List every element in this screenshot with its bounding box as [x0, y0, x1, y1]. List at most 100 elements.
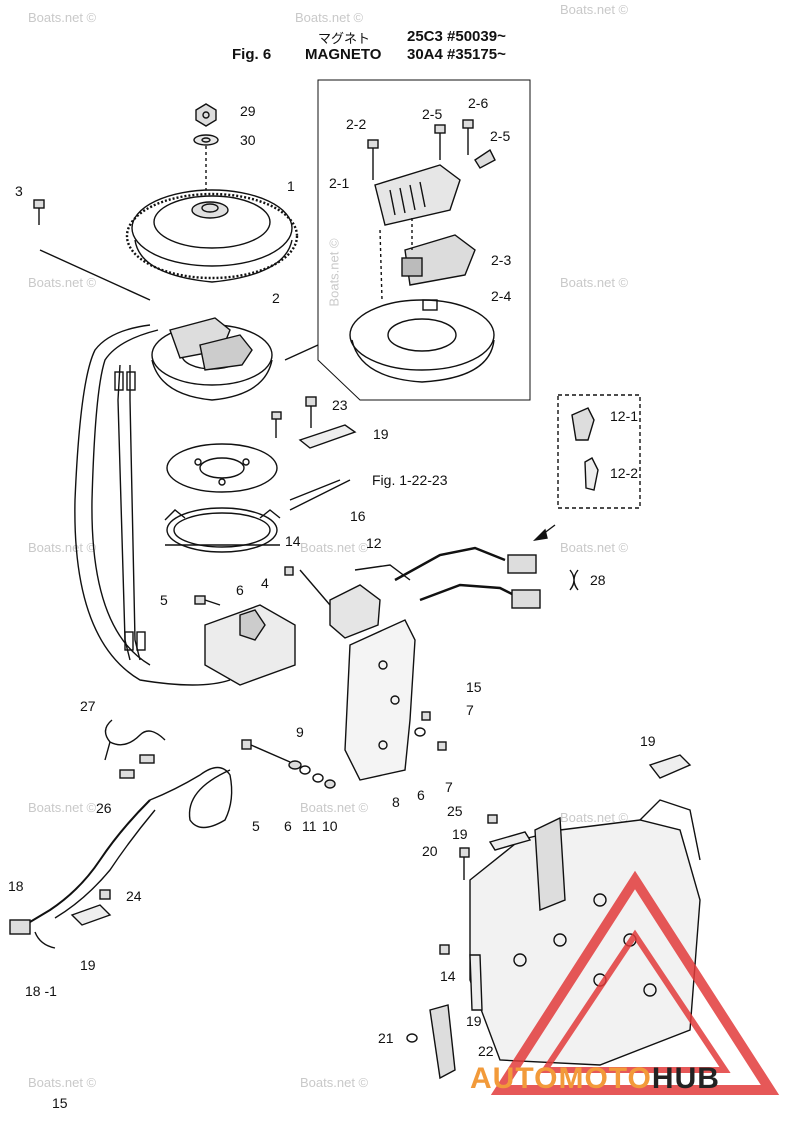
figure-number: Fig. 6: [232, 46, 272, 63]
plate-part-19: [298, 424, 357, 449]
watermark: Boats.net ©: [300, 800, 369, 815]
callout-16: 16: [350, 508, 366, 524]
callout-6: 6: [417, 787, 425, 803]
watermark: Boats.net ©: [28, 800, 97, 815]
watermark: Boats.net ©: [300, 540, 369, 555]
lanyard-part-18-1: [34, 931, 56, 949]
cap-part-12-1: [571, 407, 595, 441]
callout-24: 24: [126, 888, 142, 904]
watermark: Boats.net ©: [560, 810, 629, 825]
plate-part-19: [648, 754, 692, 779]
callout-1: 1: [287, 178, 295, 194]
callout-20: 20: [422, 843, 438, 859]
bolt-part-23: [305, 396, 317, 428]
bracket-part-8: [344, 619, 416, 781]
callout-12-1: 12-1: [610, 408, 639, 424]
charge-coil-part-2-1: [374, 164, 461, 226]
callout-2-5: 2-5: [422, 106, 443, 122]
stator-assembly-part-2: [151, 317, 273, 401]
callout-19: 19: [373, 426, 389, 442]
screw-part-5: [241, 739, 252, 750]
callout-18-1: 18 -1: [25, 983, 57, 999]
screw-part-25: [487, 814, 498, 824]
callout-14: 14: [440, 968, 456, 984]
bracket-part-22: [429, 1004, 456, 1080]
callout-11: 11: [302, 818, 317, 834]
logo-text-part2: HUB: [651, 1062, 720, 1095]
callout-18: 18: [8, 878, 24, 894]
callout-2: 2: [272, 290, 280, 306]
gasket-plate: [166, 443, 278, 493]
watermark: Boats.net ©: [28, 1075, 97, 1090]
callout-23: 23: [332, 397, 348, 413]
bolt-part-5: [194, 595, 206, 605]
callout-2-3: 2-3: [491, 252, 512, 268]
callout-26: 26: [96, 800, 112, 816]
watermark: Boats.net ©: [300, 1075, 369, 1090]
callout-6: 6: [236, 582, 244, 598]
callout-22: 22: [478, 1043, 494, 1059]
callout-7: 7: [445, 779, 453, 795]
callout-28: 28: [590, 572, 606, 588]
callout-15: 15: [466, 679, 482, 695]
callout-25: 25: [447, 803, 463, 819]
callout-4: 4: [261, 575, 269, 591]
watermark: Boats.net ©: [28, 275, 97, 290]
page-number: 15: [52, 1095, 68, 1111]
callout-19: 19: [80, 957, 96, 973]
callout-2-4: 2-4: [491, 288, 512, 304]
callout-19: 19: [466, 1013, 482, 1029]
callout-5: 5: [160, 592, 168, 608]
callout-5: 5: [252, 818, 260, 834]
nut-part-29: [195, 103, 217, 127]
screw-near-23: [271, 411, 282, 438]
bolt-part-20: [459, 847, 470, 858]
watermark: Boats.net ©: [560, 540, 629, 555]
washer-part-6: [288, 760, 302, 770]
washer-part-30: [193, 134, 219, 146]
watermark: Boats.net ©: [295, 10, 364, 25]
watermark: Boats.net ©: [560, 275, 629, 290]
callout-19: 19: [452, 826, 468, 842]
callout-2-1: 2-1: [329, 175, 350, 191]
callout-9: 9: [296, 724, 304, 740]
nut-part-10: [324, 779, 336, 789]
flywheel-part-1: [125, 189, 299, 283]
watermark: Boats.net ©: [28, 10, 97, 25]
callout-3: 3: [15, 183, 23, 199]
retainer-ring: [164, 507, 281, 553]
watermark: Boats.net ©: [28, 540, 97, 555]
callout-12-2: 12-2: [610, 465, 639, 481]
plate-part-19: [70, 904, 112, 926]
stator-base-part-2-4: [349, 299, 495, 383]
callout-2-2: 2-2: [346, 116, 367, 132]
plate-part-19: [488, 831, 532, 851]
ignition-coil-part-12: [329, 546, 521, 639]
serial-range-2: 30A4 #35175~: [407, 46, 506, 63]
plate-part-19: [469, 954, 483, 1011]
terminal-part-12-2: [584, 457, 599, 491]
automotohub-logo-text: AUTOMOTOHUB: [470, 1062, 720, 1096]
callout-10: 10: [322, 818, 338, 834]
washer-part-11: [312, 773, 324, 783]
watermark: Boats.net ©: [560, 2, 629, 17]
engine-block: [469, 799, 701, 1066]
bolt-part-3: [33, 199, 45, 225]
kill-switch-part-18: [9, 919, 31, 935]
japanese-title: マグネト: [318, 31, 371, 46]
screw-part-14: [439, 944, 450, 955]
callout-27: 27: [80, 698, 96, 714]
callout-21: 21: [378, 1030, 394, 1046]
washer-part-9: [299, 765, 311, 775]
serial-range-1: 25C3 #50039~: [407, 28, 506, 45]
callout-8: 8: [392, 794, 400, 810]
clip-part-28: [569, 569, 579, 591]
screw-part-24: [99, 889, 111, 900]
callout-14: 14: [285, 533, 301, 549]
callout-6: 6: [284, 818, 292, 834]
callout-30: 30: [240, 132, 256, 148]
callout-2-5: 2-5: [490, 128, 511, 144]
automotohub-logo-icon: [490, 870, 780, 1095]
pulser-coil-part-2-3: [401, 234, 476, 286]
